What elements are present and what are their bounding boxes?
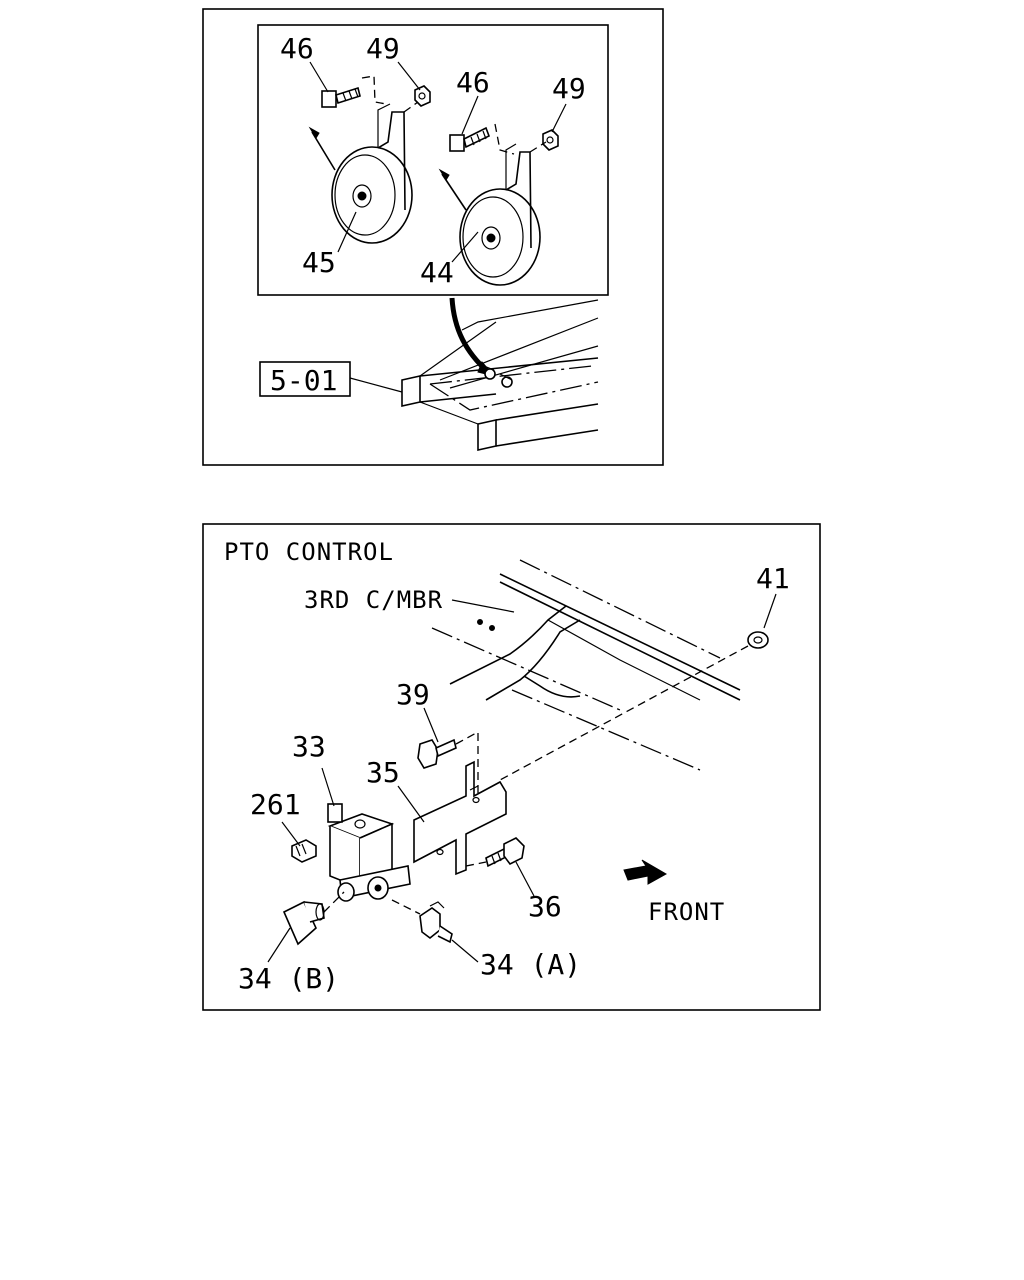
reference-box[interactable] bbox=[259, 361, 351, 397]
elbow-34a bbox=[419, 901, 453, 944]
bolt-39 bbox=[417, 738, 457, 769]
callout-261: 261 bbox=[250, 788, 301, 821]
reference-box-label: 5-01 bbox=[270, 364, 337, 397]
callout-41: 41 bbox=[756, 562, 790, 595]
nut-right-path bbox=[529, 141, 547, 153]
chassis-frame-top bbox=[401, 299, 599, 451]
fitting-261 bbox=[291, 839, 317, 863]
callout-49-right: 49 bbox=[552, 72, 586, 105]
solenoid-valve-33 bbox=[327, 803, 411, 902]
horn-assembly-panel: 46 49 46 49 45 44 5-01 bbox=[202, 8, 664, 466]
nut-right bbox=[542, 129, 559, 151]
bolt-right-path bbox=[494, 123, 515, 155]
callout-46-left: 46 bbox=[280, 32, 314, 65]
callout-45: 45 bbox=[302, 246, 336, 279]
horn-detail-inset bbox=[257, 24, 609, 296]
callout-35: 35 bbox=[366, 756, 400, 789]
callout-36: 36 bbox=[528, 890, 562, 923]
callout-39: 39 bbox=[396, 678, 430, 711]
bracket-35 bbox=[413, 760, 507, 876]
bolt-36 bbox=[485, 837, 525, 868]
callout-34b: 34 (B) bbox=[238, 962, 339, 995]
crossmember-label: 3RD C/MBR bbox=[304, 586, 443, 614]
nut-left bbox=[414, 85, 431, 107]
pto-control-panel: PTO CONTROL 3RD C/MBR 41 bbox=[202, 523, 821, 1011]
top-panel-frame bbox=[202, 8, 664, 466]
panel-title: PTO CONTROL bbox=[224, 538, 394, 566]
callout-34a: 34 (A) bbox=[480, 948, 581, 981]
elbow-34b bbox=[282, 900, 325, 946]
callout-44: 44 bbox=[420, 256, 454, 289]
crossmember bbox=[431, 559, 741, 771]
horn-right bbox=[438, 143, 541, 286]
callout-33: 33 bbox=[292, 730, 326, 763]
bottom-panel-frame bbox=[202, 523, 821, 1011]
bolt-left-path bbox=[361, 75, 387, 105]
nut-41 bbox=[747, 631, 769, 649]
front-arrow-icon bbox=[623, 859, 668, 885]
front-label: FRONT bbox=[648, 898, 725, 926]
bolt-left bbox=[321, 86, 361, 108]
callout-49-left: 49 bbox=[366, 32, 400, 65]
nut-left-path bbox=[403, 101, 419, 113]
bolt-right bbox=[449, 126, 491, 152]
horn-left bbox=[308, 103, 413, 244]
callout-46-right: 46 bbox=[456, 66, 490, 99]
